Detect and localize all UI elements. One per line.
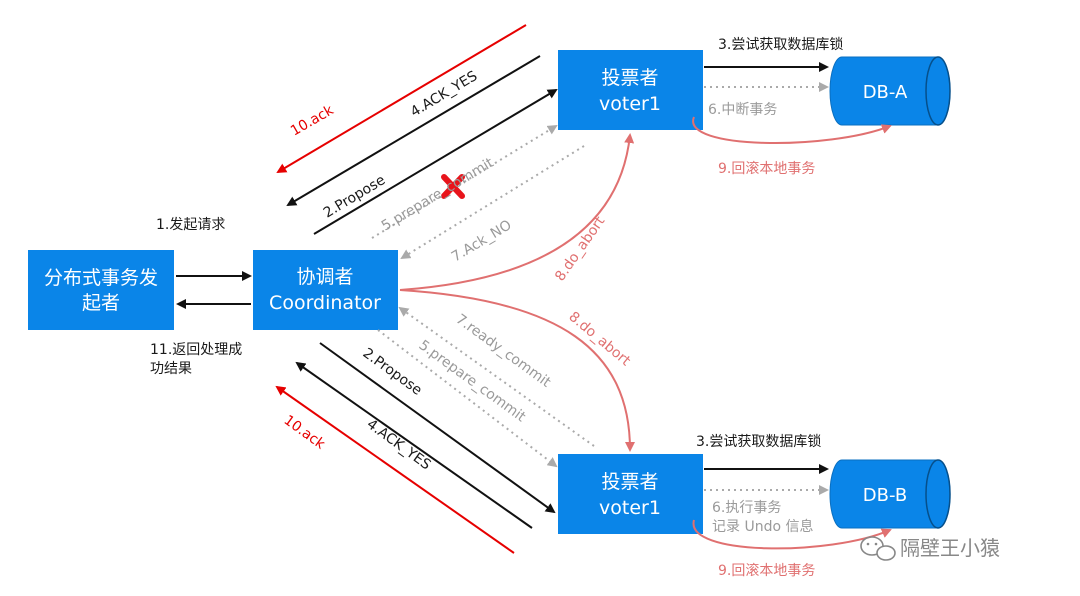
watermark-text: 隔壁王小猿	[900, 536, 1000, 560]
voter-top-label-line2: voter1	[599, 93, 661, 115]
bottom-ack-arrow	[275, 385, 515, 554]
step11-label-line2: 功结果	[150, 361, 192, 377]
initiator-label-line1: 分布式事务发	[44, 267, 158, 289]
top-ack-no-label: 7.Ack_NO	[449, 217, 515, 265]
coordinator-node: 协调者 Coordinator	[253, 250, 398, 330]
bottom-exec-label-line2: 记录 Undo 信息	[712, 518, 813, 535]
initiator-node: 分布式事务发 起者	[28, 250, 174, 330]
do-abort-bottom-arrow	[399, 289, 635, 452]
top-prepare-label: 5.prepare_commit	[379, 155, 497, 235]
top-ack-label: 10.ack	[288, 102, 337, 140]
top-rollback-arrow	[692, 116, 892, 144]
coordinator-label-line1: 协调者	[296, 266, 353, 288]
coordinator-label-line2: Coordinator	[269, 292, 381, 314]
wechat-icon	[860, 536, 896, 561]
bottom-prepare-arrow	[377, 329, 558, 468]
db-b-cylinder: DB-B	[829, 459, 951, 529]
top-rollback-label: 9.回滚本地事务	[718, 160, 815, 177]
top-ack-yes-arrow	[286, 55, 541, 207]
fail-x-icon	[441, 174, 465, 199]
db-a-cylinder: DB-A	[829, 56, 951, 126]
voter-bottom-label-line2: voter1	[599, 497, 661, 519]
voter-top-node: 投票者 voter1	[558, 50, 703, 130]
bottom-ack-yes-label: 4.ACK_YES	[364, 416, 434, 473]
bottom-lock-label: 3.尝试获取数据库锁	[696, 434, 821, 450]
bottom-propose-label: 2.Propose	[360, 345, 425, 398]
bottom-rollback-label: 9.回滚本地事务	[718, 562, 815, 579]
bottom-ready-arrow	[398, 306, 595, 447]
bottom-exec-label-line1: 6.执行事务	[712, 500, 781, 516]
bottom-rollback-arrow	[692, 519, 892, 550]
top-abort-tx-label: 6.中断事务	[708, 102, 777, 118]
voter-bottom-label-line1: 投票者	[601, 471, 658, 493]
step1-label: 1.发起请求	[156, 217, 225, 233]
bottom-ack-yes-arrow	[295, 361, 533, 529]
do-abort-top-label: 8.do_abort	[552, 213, 608, 284]
step11-label-line1: 11.返回处理成	[150, 342, 242, 358]
do-abort-bottom-label: 8.do_abort	[565, 309, 633, 370]
bottom-propose-arrow	[319, 342, 556, 514]
top-lock-label: 3.尝试获取数据库锁	[718, 37, 843, 53]
db-b-label: DB-B	[863, 485, 907, 506]
db-a-label: DB-A	[863, 82, 908, 103]
do-abort-top-arrow	[399, 133, 635, 291]
initiator-label-line2: 起者	[82, 292, 120, 314]
top-ack-arrow	[276, 24, 527, 174]
voter-bottom-node: 投票者 voter1	[558, 454, 703, 534]
top-propose-arrow	[313, 88, 558, 235]
voter-top-label-line1: 投票者	[601, 67, 658, 89]
